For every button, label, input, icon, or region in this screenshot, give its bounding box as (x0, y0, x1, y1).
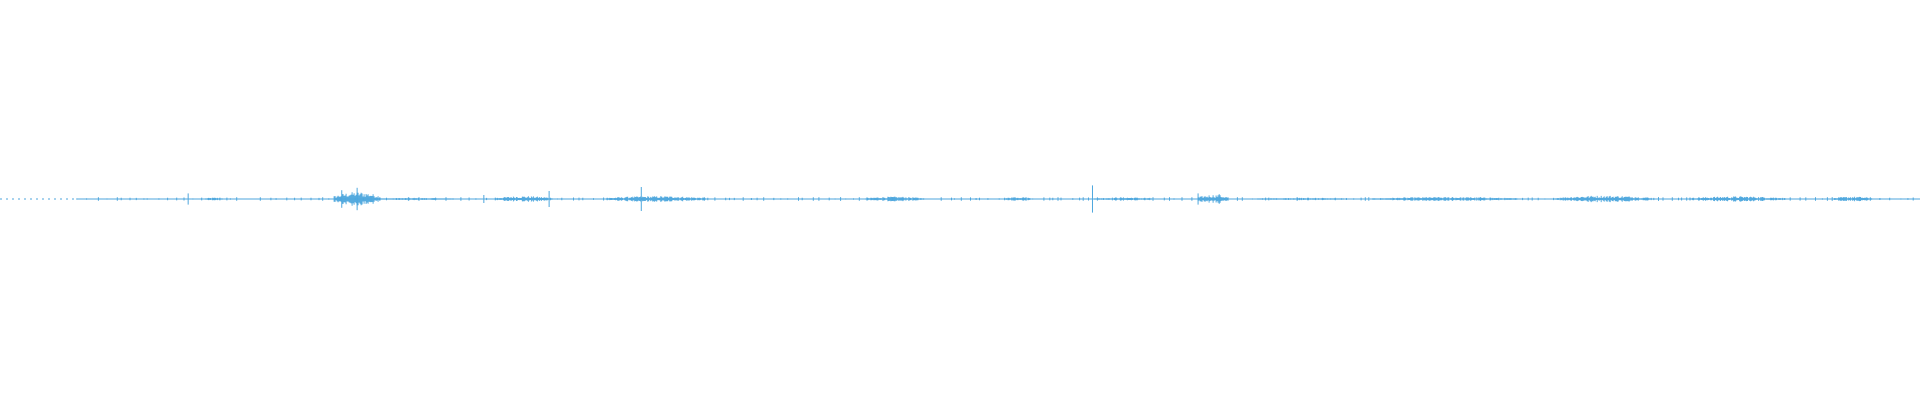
waveform-burst (1005, 197, 1031, 201)
waveform-noise (76, 197, 1914, 201)
waveform-burst (1689, 196, 1787, 202)
waveform-burst (1833, 196, 1873, 202)
waveform-burst (865, 196, 924, 202)
waveform-burst (1093, 197, 1152, 201)
waveform-burst (1372, 197, 1518, 201)
waveform-burst (1554, 195, 1652, 203)
waveform-burst (606, 196, 707, 202)
waveform-burst (333, 192, 381, 206)
waveform-layer (0, 185, 1920, 213)
